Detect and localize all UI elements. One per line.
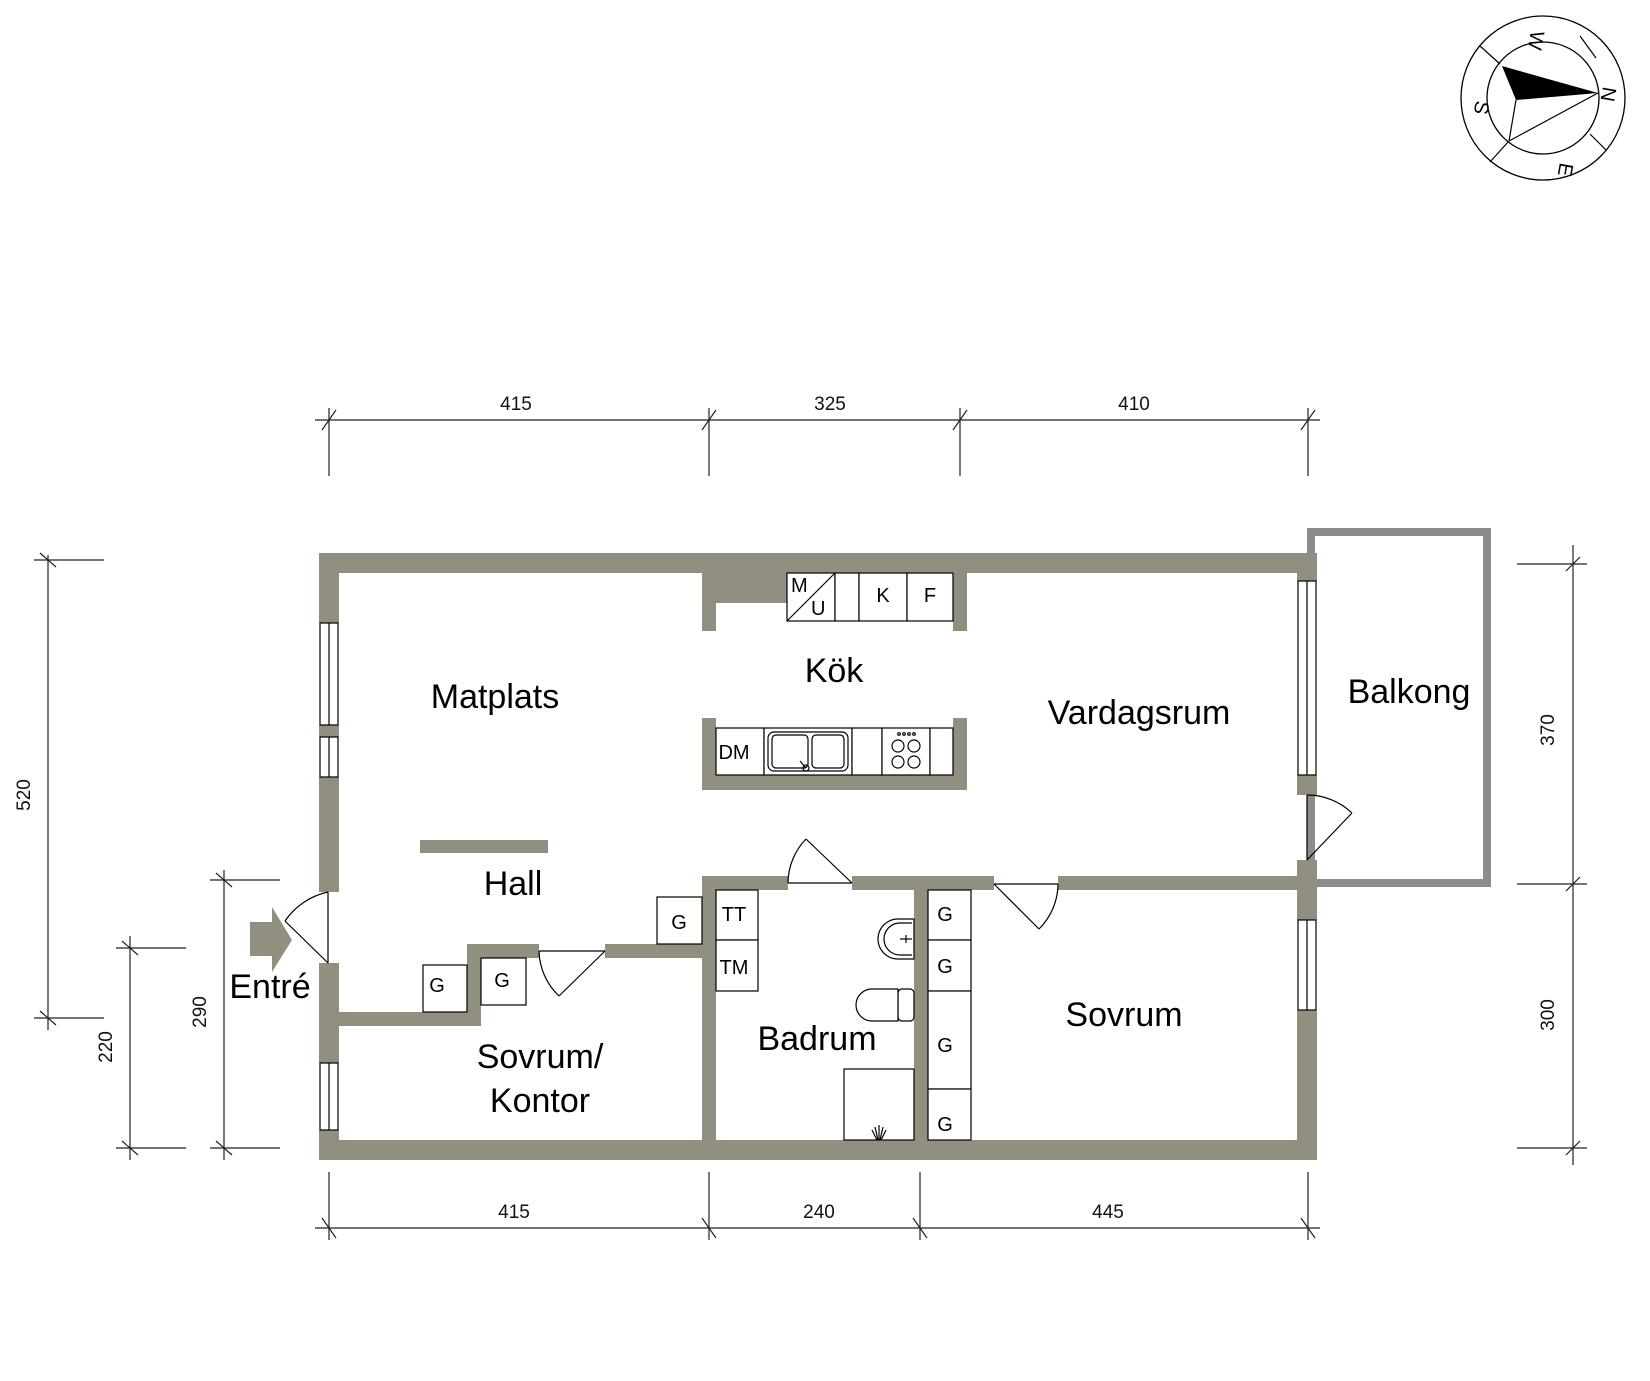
dim-top-2: 325 bbox=[814, 394, 846, 415]
kitchen-island: DM bbox=[715, 727, 954, 776]
freezer bbox=[906, 572, 954, 622]
compass-w: W bbox=[1523, 29, 1548, 52]
dimension-right: 370 300 bbox=[1517, 545, 1587, 1165]
room-label-badrum: Badrum bbox=[757, 1020, 876, 1058]
dim-top-1: 415 bbox=[500, 394, 532, 415]
walls bbox=[319, 553, 1317, 1160]
entry-arrow-icon bbox=[250, 907, 292, 972]
room-label-sovrum: Sovrum bbox=[1065, 996, 1182, 1034]
room-label-balkong: Balkong bbox=[1348, 673, 1471, 711]
wardrobe-label: G bbox=[671, 912, 687, 934]
room-labels: Matplats Kök Vardagsrum Balkong Hall Ent… bbox=[229, 652, 1470, 1120]
wardrobe bbox=[656, 896, 703, 945]
room-label-kok: Kök bbox=[805, 652, 865, 690]
wardrobe bbox=[480, 957, 527, 1006]
wardrobe bbox=[927, 939, 972, 992]
room-label-hall: Hall bbox=[484, 865, 543, 903]
dimension-left: 520 290 220 bbox=[14, 552, 280, 1160]
room-label-matplats: Matplats bbox=[431, 678, 560, 716]
wardrobe-label: G bbox=[429, 975, 445, 997]
wardrobe bbox=[927, 990, 972, 1090]
dim-bottom-3: 445 bbox=[1092, 1202, 1124, 1223]
office-door[interactable] bbox=[538, 950, 606, 997]
bedroom-door[interactable] bbox=[993, 883, 1059, 930]
dim-right-top: 370 bbox=[1538, 714, 1559, 746]
wardrobe-label: G bbox=[494, 970, 510, 992]
wardrobe bbox=[422, 964, 468, 1013]
compass-s: S bbox=[1469, 99, 1493, 116]
room-label-sovrum-kontor-1: Sovrum/ bbox=[477, 1038, 604, 1076]
windows bbox=[319, 580, 1317, 1131]
room-label-sovrum-kontor-2: Kontor bbox=[490, 1082, 590, 1120]
compass-icon: W N E S bbox=[1460, 15, 1626, 181]
dryer-label: TT bbox=[722, 904, 746, 926]
bathroom-fixtures bbox=[843, 918, 915, 1141]
dimension-bottom: 415 240 445 bbox=[315, 1172, 1320, 1240]
wardrobe-label: G bbox=[937, 904, 953, 926]
microwave-label-m: M bbox=[791, 575, 808, 597]
dim-right-bottom: 300 bbox=[1538, 999, 1559, 1031]
toilet-icon bbox=[855, 988, 915, 1022]
dishwasher-label: DM bbox=[718, 742, 749, 764]
wardrobe-label: G bbox=[937, 1114, 953, 1136]
wardrobe bbox=[927, 1088, 972, 1141]
bathroom-door[interactable] bbox=[787, 838, 853, 884]
dim-left-mid: 290 bbox=[190, 996, 211, 1028]
dishwasher bbox=[715, 727, 765, 776]
washer bbox=[715, 939, 759, 992]
balcony-door[interactable] bbox=[1306, 794, 1353, 861]
wardrobe bbox=[927, 889, 972, 941]
dim-top-3: 410 bbox=[1118, 394, 1150, 415]
room-label-entre: Entré bbox=[229, 968, 310, 1006]
stove-icon bbox=[881, 727, 931, 776]
kitchen-upper-counter: M U K F bbox=[786, 572, 954, 622]
wardrobe-label: G bbox=[937, 956, 953, 978]
fridge-label: K bbox=[876, 585, 890, 607]
compass-e: E bbox=[1553, 161, 1577, 178]
dim-left-outer: 520 bbox=[14, 779, 35, 811]
dimension-top: 415 325 410 bbox=[315, 394, 1320, 476]
shower-icon bbox=[843, 1068, 915, 1141]
doors bbox=[284, 794, 1353, 997]
washer-label: TM bbox=[720, 957, 749, 979]
fridge bbox=[858, 572, 908, 622]
wardrobe-label: G bbox=[937, 1035, 953, 1057]
laundry: TT TM bbox=[715, 889, 759, 992]
freezer-label: F bbox=[924, 585, 936, 607]
dryer bbox=[715, 889, 759, 941]
washbasin-icon bbox=[877, 918, 915, 960]
entry-door[interactable] bbox=[284, 891, 329, 964]
dim-bottom-2: 240 bbox=[803, 1202, 835, 1223]
dim-bottom-1: 415 bbox=[498, 1202, 530, 1223]
compass-n: N bbox=[1596, 85, 1620, 103]
wardrobes: G G G G G G G bbox=[422, 889, 972, 1141]
microwave-label-u: U bbox=[811, 598, 825, 620]
dim-left-inner: 220 bbox=[96, 1031, 117, 1063]
room-label-vardagsrum: Vardagsrum bbox=[1048, 694, 1231, 732]
